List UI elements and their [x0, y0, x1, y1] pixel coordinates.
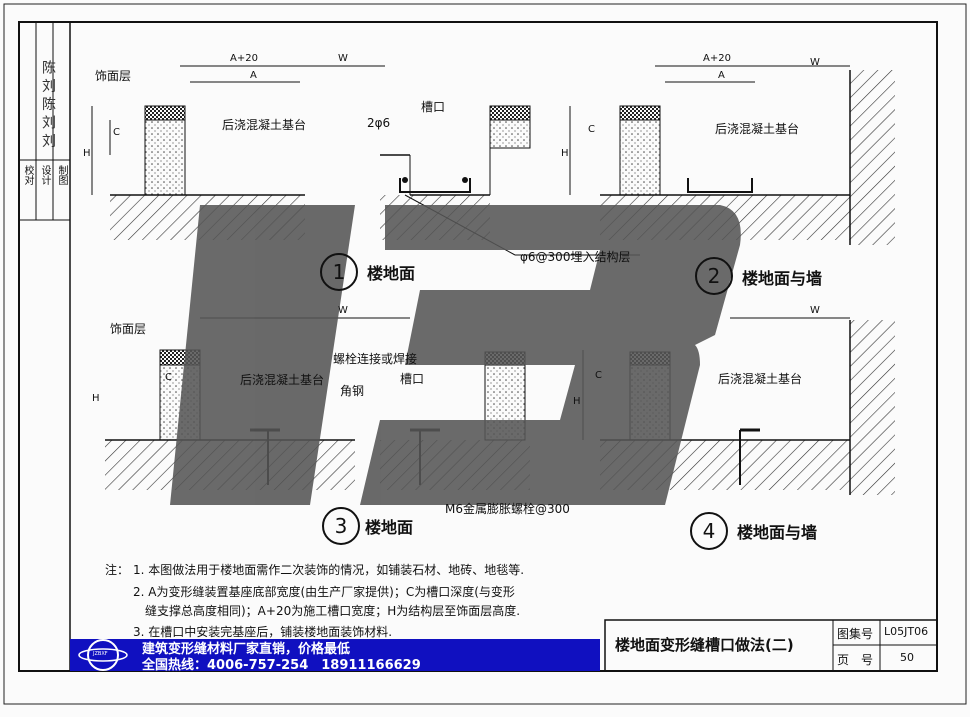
dim-a-1: A — [250, 70, 257, 81]
page-value: 50 — [900, 651, 914, 664]
ad-line-2[interactable]: 全国热线：4006-757-254 18911166629 — [142, 658, 421, 673]
dim-c-4: C — [595, 370, 602, 381]
notes-heading: 注： — [105, 563, 130, 577]
expansion-bolt-label: M6金属膨胀螺栓@300 — [445, 502, 570, 516]
side-row-check: 校对 — [22, 165, 33, 185]
dim-a20-2: A+20 — [703, 53, 731, 64]
dim-h-1: H — [83, 148, 91, 159]
post-cast-base-label-2: 后浇混凝土基台 — [715, 122, 800, 136]
groove-label-1: 槽口 — [421, 100, 446, 114]
note-2: 2. A为变形缝装置基座底部宽度(由生产厂家提供)；C为槽口深度(与变形 — [133, 585, 515, 599]
ad-logo-text: JZBXF — [93, 651, 108, 657]
note-3: 3. 在槽口中安装完基座后，铺装楼地面装饰材料. — [133, 625, 393, 639]
dim-h-2: H — [561, 148, 569, 159]
detail-4-number: 4 — [690, 512, 728, 550]
dim-c-1: C — [113, 127, 120, 138]
anchor-bar-label: φ6@300埋入结构层 — [520, 250, 631, 264]
groove-label-3: 槽口 — [400, 372, 425, 386]
finish-layer-label-3: 饰面层 — [110, 322, 147, 336]
detail-2-number: 2 — [695, 257, 733, 295]
bolt-or-weld-label: 螺栓连接或焊接 — [333, 352, 418, 366]
rebar-label: 2φ6 — [367, 116, 391, 130]
angle-steel-label: 角钢 — [340, 384, 365, 398]
detail-3-caption: 楼地面 — [365, 518, 414, 537]
dim-a20-1: A+20 — [230, 53, 258, 64]
dim-a-2: A — [718, 70, 725, 81]
drawing-title: 楼地面变形缝槽口做法(二) — [615, 636, 794, 654]
finish-layer-label-1: 饰面层 — [95, 69, 132, 83]
post-cast-base-label-4: 后浇混凝土基台 — [718, 372, 803, 386]
side-row-draw: 制图 — [56, 165, 67, 185]
dim-h-4: H — [573, 396, 581, 407]
atlas-label: 图集号 — [837, 627, 874, 641]
dim-c-3: C — [165, 372, 172, 383]
detail-4-caption: 楼地面与墙 — [737, 523, 818, 542]
detail-3-number: 3 — [322, 507, 360, 545]
page-label: 页 号 — [837, 653, 874, 667]
atlas-value: L05JT06 — [884, 625, 929, 638]
watermark-logo — [170, 205, 741, 505]
post-cast-base-label-3: 后浇混凝土基台 — [240, 373, 325, 387]
detail-1-number: 1 — [320, 253, 358, 291]
detail-2-caption: 楼地面与墙 — [742, 269, 823, 288]
dim-c-2: C — [588, 124, 595, 135]
ad-line-1[interactable]: 建筑变形缝材料厂家直销，价格最低 — [142, 642, 351, 657]
post-cast-base-label-1: 后浇混凝土基台 — [222, 118, 307, 132]
dim-w-4: W — [810, 305, 820, 316]
signature: 陈 刘 陈 刘 刘 — [40, 60, 56, 148]
side-row-design: 设计 — [39, 165, 50, 185]
detail-1-caption: 楼地面 — [367, 264, 416, 283]
dim-w-2: W — [810, 57, 820, 68]
note-2-cont: 缝支撑总高度相同)；A+20为施工槽口宽度；H为结构层至饰面层高度. — [145, 604, 521, 618]
ad-banner-background — [70, 639, 600, 671]
note-1: 1. 本图做法用于楼地面需作二次装饰的情况，如铺装石材、地砖、地毯等. — [133, 563, 525, 577]
dim-w-3: W — [338, 305, 348, 316]
dim-h-3: H — [92, 393, 100, 404]
dim-w-1: W — [338, 53, 348, 64]
